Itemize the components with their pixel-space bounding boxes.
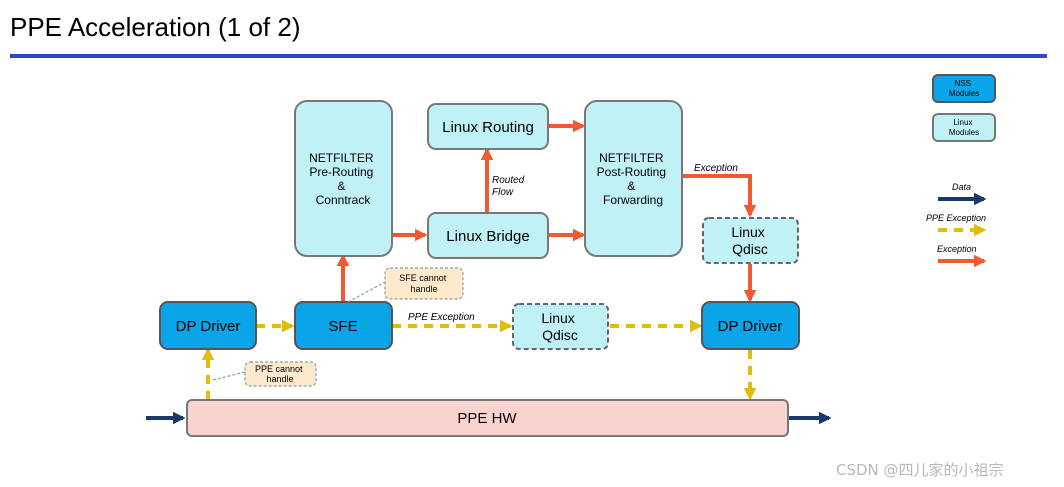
qdisc-right-line-1: Linux (731, 224, 764, 240)
legend: NSS Modules Linux Modules Data PPE Excep… (926, 74, 996, 268)
page-title: PPE Acceleration (1 of 2) (10, 12, 301, 42)
svg-text:NETFILTER Pre-Routing: NETFILTER Pre-Routing & Conntrack (309, 151, 377, 207)
netfilter-pre-line-2: Pre-Routing (309, 165, 373, 179)
legend-nss-line-1: NSS (955, 79, 971, 88)
svg-text:NETFILTER Post-Routing: NETFILTER Post-Routing & Forwarding (597, 151, 670, 207)
svg-text:Routed Flow: Routed Flow (492, 175, 527, 198)
ppe-cannot-line-2: handle (266, 374, 293, 384)
ppe-cannot-line-1: PPE cannot (255, 364, 303, 374)
netfilter-post-line-2: Post-Routing (597, 165, 666, 179)
netfilter-pre-line-1: NETFILTER (309, 151, 374, 165)
netfilter-post-line-3: & (627, 179, 635, 193)
arrow-postrouting-to-qdisc (683, 174, 757, 218)
netfilter-post-line-1: NETFILTER (599, 151, 664, 165)
dp-driver-right-label: DP Driver (718, 318, 783, 335)
netfilter-post-line-4: Forwarding (603, 193, 663, 207)
dp-driver-right-box (701, 301, 800, 350)
linux-routing-label: Linux Routing (442, 119, 534, 136)
legend-data-label: Data (952, 182, 971, 192)
sfe-cannot-line-1: SFE cannot (399, 273, 447, 283)
dp-driver-left-box (159, 301, 257, 350)
legend-linux-line-2: Modules (949, 128, 979, 137)
sfe-cannot-handle-callout: SFE cannot handle (347, 267, 464, 303)
netfilter-pre-line-4: Conntrack (316, 193, 372, 207)
linux-bridge-label: Linux Bridge (446, 228, 529, 245)
legend-nss-swatch (932, 74, 996, 103)
sfe-label: SFE (328, 318, 357, 335)
netfilter-pre-line-3: & (337, 179, 345, 193)
svg-text:Linux Modules: Linux Modules (949, 118, 979, 137)
qdisc-mid-line-1: Linux (541, 310, 574, 326)
routed-flow-line-2: Flow (492, 187, 514, 198)
legend-exception-label: Exception (937, 244, 977, 254)
watermark: CSDN @四儿家的小祖宗 (836, 461, 1004, 479)
qdisc-mid-line-2: Qdisc (542, 327, 578, 343)
legend-linux-swatch (932, 113, 996, 142)
linux-qdisc-right-box (702, 217, 799, 264)
netfilter-prerouting-box (294, 100, 393, 257)
exception-edge-label: Exception (694, 163, 738, 174)
legend-ppe-exception-label: PPE Exception (926, 213, 986, 223)
title-divider (10, 54, 1047, 58)
netfilter-postrouting-box (584, 100, 683, 257)
ppe-exception-edge-label: PPE Exception (408, 312, 475, 323)
ppe-hw-box (186, 399, 789, 437)
linux-qdisc-mid-box (512, 303, 609, 350)
legend-linux-line-1: Linux (953, 118, 972, 127)
svg-text:NSS Modules: NSS Modules (949, 79, 979, 98)
ppe-hw-label: PPE HW (457, 410, 517, 427)
qdisc-right-line-2: Qdisc (732, 241, 768, 257)
svg-text:PPE cannot handle: PPE cannot handle (255, 364, 305, 384)
svg-text:Linux Qdisc: Linux Qdisc (541, 310, 578, 343)
linux-routing-box (427, 103, 549, 150)
dp-driver-left-label: DP Driver (176, 318, 241, 335)
ppe-cannot-handle-callout: PPE cannot handle (212, 361, 317, 387)
svg-text:Linux Qdisc: Linux Qdisc (731, 224, 768, 257)
sfe-box (294, 301, 393, 350)
legend-nss-line-2: Modules (949, 89, 979, 98)
sfe-cannot-line-2: handle (410, 284, 437, 294)
linux-bridge-box (427, 212, 549, 259)
svg-text:SFE cannot handle: SFE cannot handle (399, 273, 449, 294)
routed-flow-line-1: Routed (492, 175, 525, 186)
